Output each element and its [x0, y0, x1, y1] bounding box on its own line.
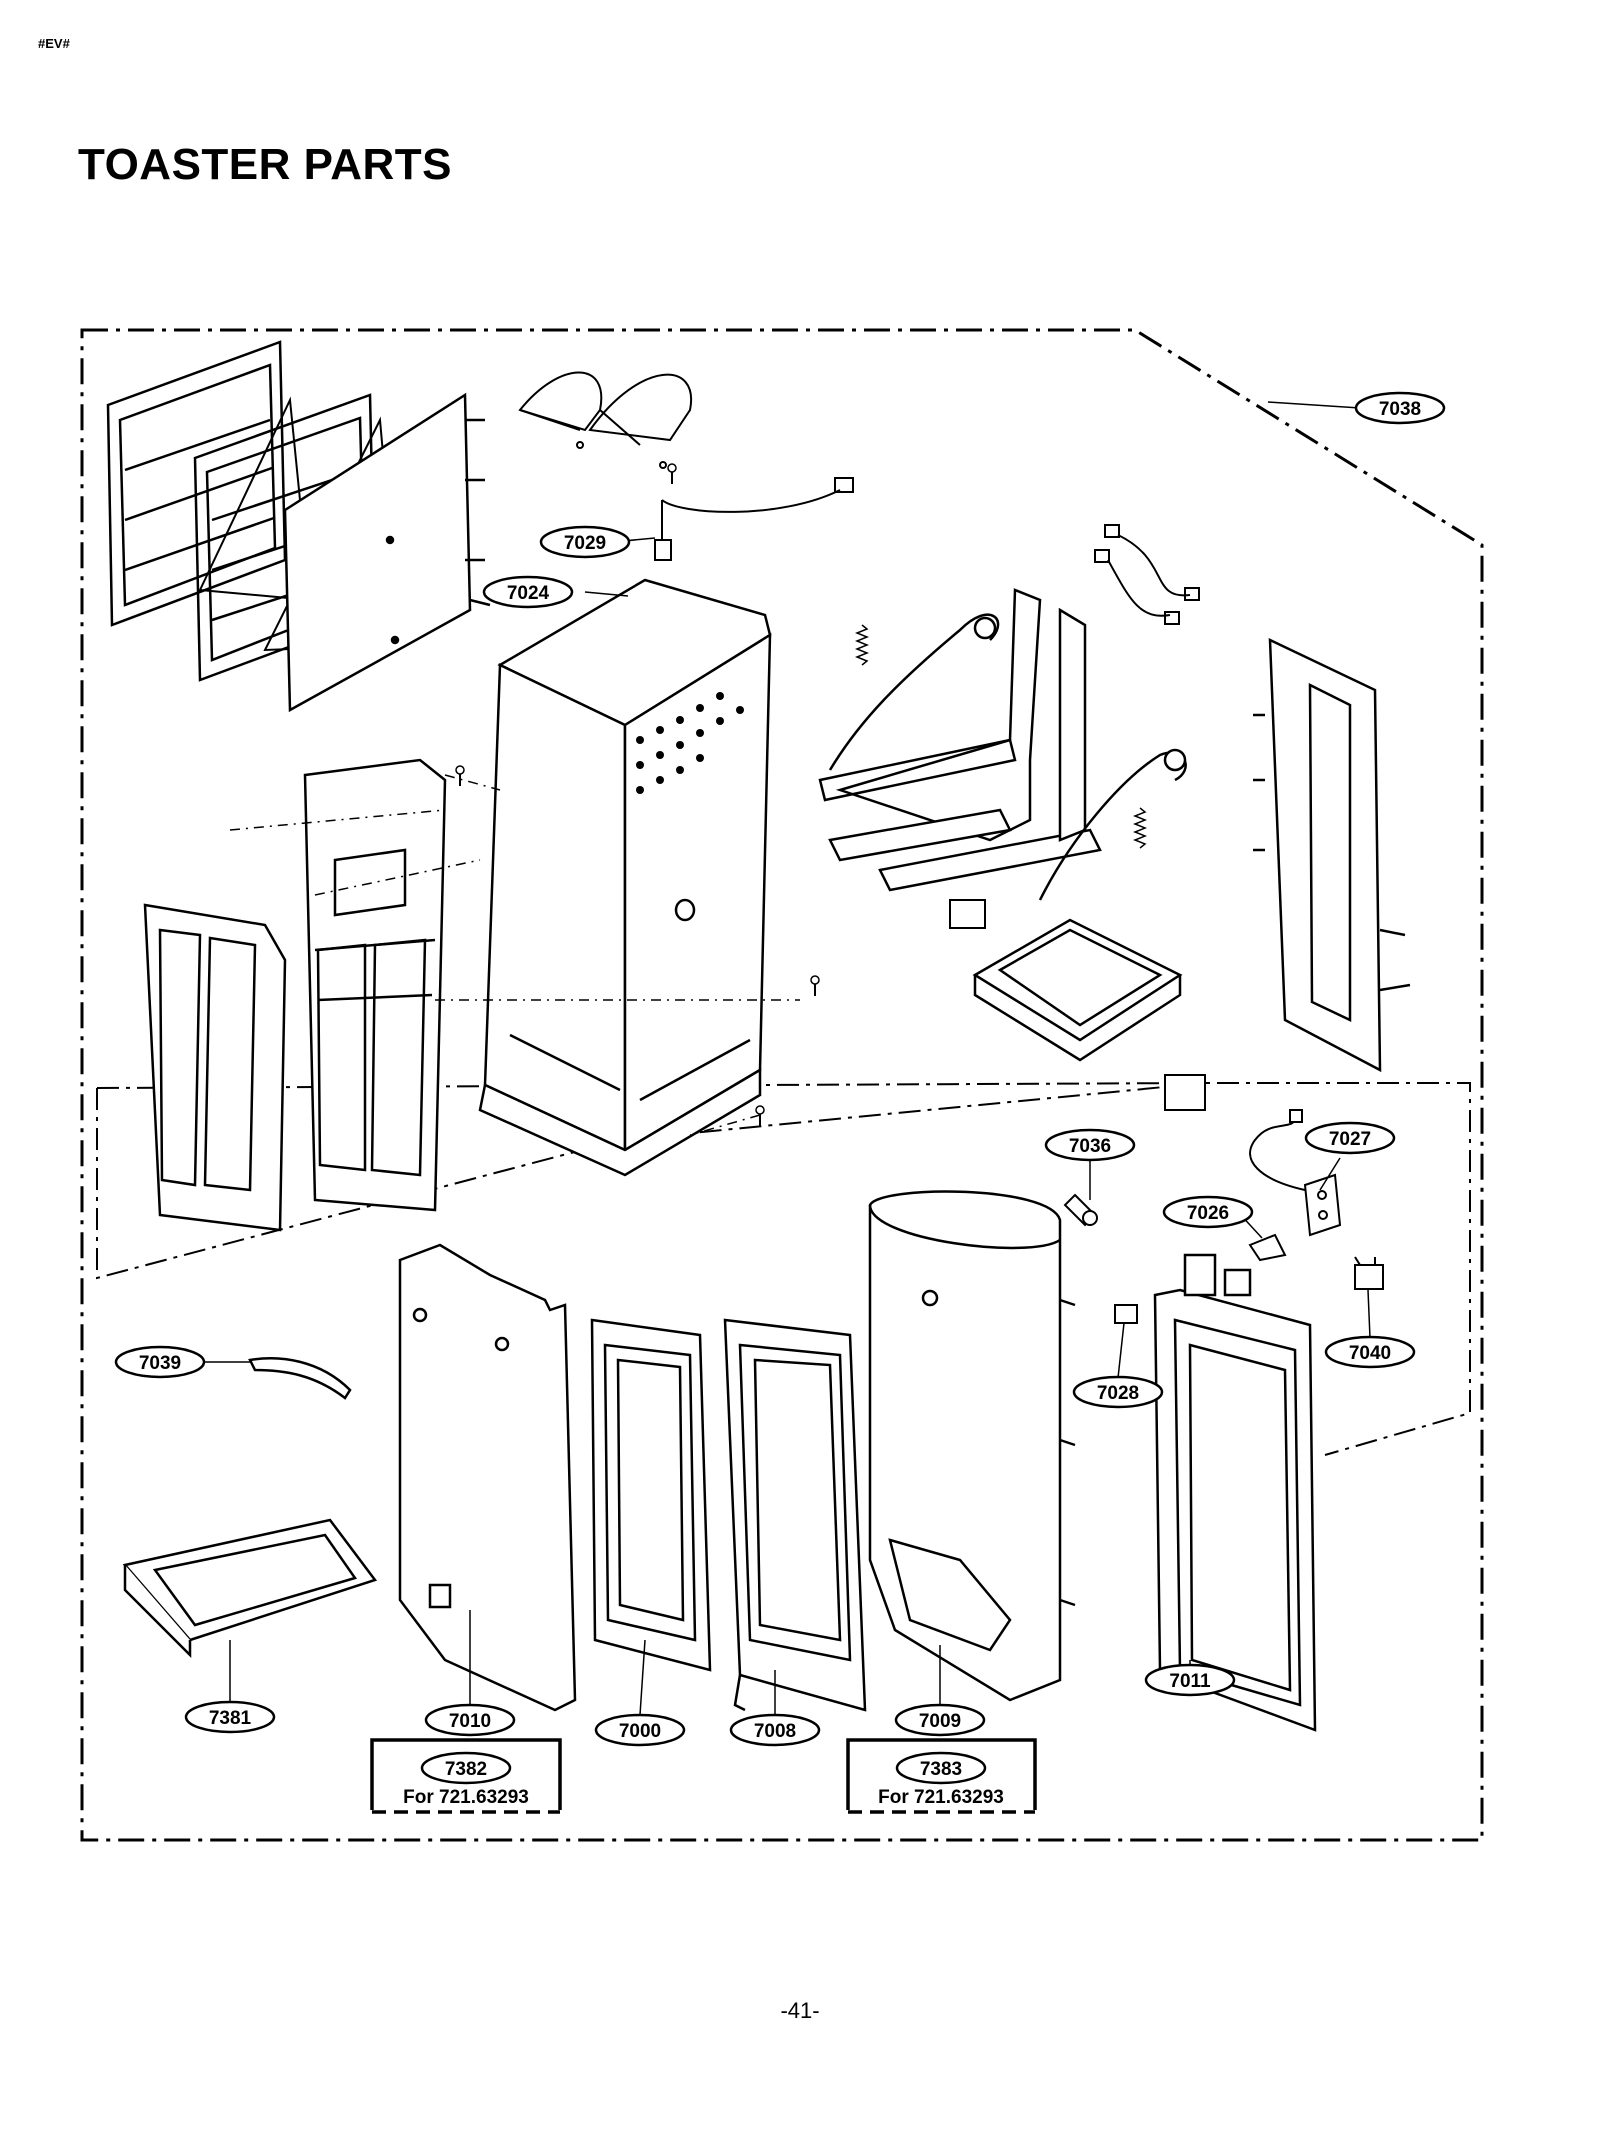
part-number: 7036 — [1069, 1136, 1111, 1157]
part-label-7036: 7036 — [1044, 1128, 1136, 1162]
part-number: 7024 — [507, 583, 550, 604]
part-label-7040: 7040 — [1324, 1335, 1416, 1369]
label-oval — [1144, 1663, 1236, 1697]
inner-subassembly-boundary — [96, 1082, 1471, 1456]
knob-7036 — [1063, 1193, 1098, 1227]
part-label-7011: 7011 — [1144, 1663, 1236, 1697]
heating-coils — [518, 371, 693, 469]
part-label-7009: 7009 — [894, 1703, 986, 1737]
micro-switch-7040 — [1354, 1256, 1384, 1290]
inner-door-7000 — [590, 1318, 712, 1672]
part-number: 7383 — [920, 1759, 962, 1780]
part-number: 7011 — [1169, 1671, 1211, 1692]
part-number: 7038 — [1379, 399, 1421, 420]
option-box-7383 — [846, 1738, 1037, 1814]
part-label-7000: 7000 — [594, 1713, 686, 1747]
label-oval — [1072, 1375, 1164, 1409]
label-oval — [482, 575, 574, 609]
label-oval — [420, 1751, 512, 1785]
outer-assembly-boundary — [80, 328, 1484, 1842]
rear-housing-7011 — [1153, 1253, 1317, 1732]
part-number: 7026 — [1187, 1203, 1229, 1224]
part-number: 7010 — [449, 1711, 491, 1732]
toaster-chassis — [478, 578, 772, 1177]
part-label-7026: 7026 — [1162, 1195, 1254, 1229]
right-side-bracket — [1253, 637, 1411, 1073]
part-number: 7381 — [209, 1708, 252, 1729]
label-oval — [894, 1703, 986, 1737]
part-label-7024: 7024 — [482, 575, 574, 609]
part-label-7029: 7029 — [539, 525, 631, 559]
label-oval — [1162, 1195, 1254, 1229]
part-label-7039: 7039 — [114, 1345, 206, 1379]
label-oval — [895, 1751, 987, 1785]
label-oval — [184, 1700, 276, 1734]
front-cover-7009 — [868, 1190, 1076, 1702]
page-number: -41- — [780, 1998, 820, 2023]
part-label-7027: 7027 — [1304, 1121, 1396, 1155]
part-label-7038: 7038 — [1354, 391, 1446, 425]
front-housing-7010 — [398, 1243, 577, 1712]
label-oval — [1324, 1335, 1416, 1369]
part-number: 7039 — [139, 1353, 181, 1374]
page-title: TOASTER PARTS — [78, 140, 453, 189]
part-label-7008: 7008 — [729, 1713, 821, 1747]
switch-board-7027 — [1249, 1109, 1342, 1237]
label-oval — [1044, 1128, 1136, 1162]
carriage-assembly — [818, 588, 1187, 901]
connector-wires — [1094, 524, 1200, 625]
part-number: 7028 — [1097, 1383, 1139, 1404]
part-number: 7009 — [919, 1711, 961, 1732]
label-oval — [594, 1713, 686, 1747]
option-box-7382 — [370, 1738, 562, 1814]
part-label-7028: 7028 — [1072, 1375, 1164, 1409]
crumb-tray-7381 — [122, 1518, 378, 1659]
part-number: 7008 — [754, 1721, 796, 1742]
model-note-7383: For 721.63293 — [878, 1787, 1004, 1808]
label-oval — [424, 1703, 516, 1737]
lever-knob-7026 — [1248, 1233, 1287, 1262]
label-oval — [114, 1345, 206, 1379]
crumb-frame — [143, 903, 287, 1232]
part-number: 7000 — [619, 1721, 661, 1742]
connector-7028 — [1114, 1304, 1138, 1324]
label-oval — [1304, 1121, 1396, 1155]
handle-7039 — [248, 1357, 352, 1400]
model-note-7382: For 721.63293 — [403, 1787, 529, 1808]
part-number: 7382 — [445, 1759, 487, 1780]
part-number: 7027 — [1329, 1129, 1371, 1150]
door-frame-7008 — [723, 1318, 867, 1712]
part-label-7383: 7383 — [895, 1751, 987, 1785]
leader-lines — [204, 401, 1371, 1716]
part-label-7382: 7382 — [420, 1751, 512, 1785]
inner-crumb-tray — [972, 918, 1183, 1062]
part-label-7381: 7381 — [184, 1700, 276, 1734]
label-oval — [729, 1713, 821, 1747]
side-panel-assembly — [303, 758, 447, 1212]
document-tag: #EV# — [38, 36, 70, 51]
spring-upper — [856, 624, 868, 666]
connector-block — [1164, 1074, 1206, 1111]
thermostat-7029 — [654, 463, 854, 561]
small-switch-block — [949, 899, 986, 929]
label-oval — [1354, 391, 1446, 425]
heating-element-frames — [106, 340, 491, 713]
part-number: 7040 — [1349, 1343, 1391, 1364]
part-number: 7029 — [564, 533, 606, 554]
part-label-7010: 7010 — [424, 1703, 516, 1737]
label-oval — [539, 525, 631, 559]
spring-lower — [1134, 807, 1146, 849]
